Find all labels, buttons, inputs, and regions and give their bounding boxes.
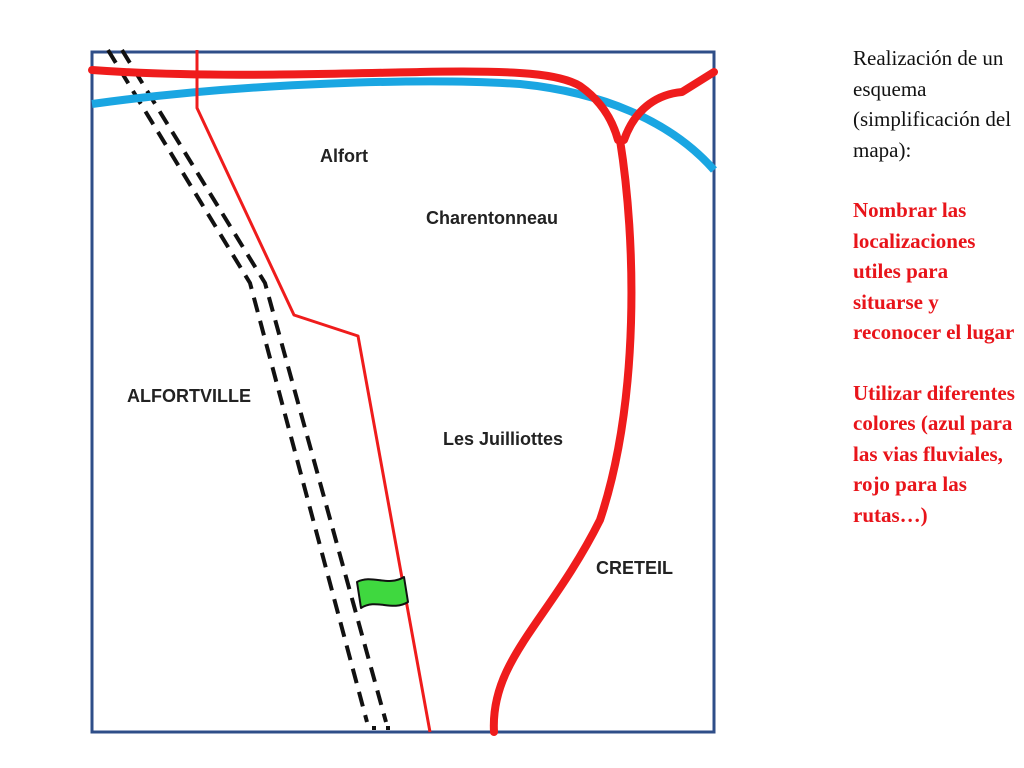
notes-heading: Realización de un esquema (simplificació… [853, 46, 1012, 162]
main-road-horizontal [88, 66, 622, 144]
instructions-panel: Realización de un esquema (simplificació… [853, 43, 1018, 530]
railway-track-right [120, 48, 388, 723]
place-label-creteil: CRETEIL [596, 558, 673, 578]
river [91, 77, 718, 173]
place-label-les-juilliottes: Les Juilliottes [443, 429, 563, 449]
notes-spacer [853, 165, 1018, 195]
map-frame [90, 50, 716, 734]
notes-instruction-colors: Utilizar diferentes colores (azul para l… [853, 380, 1015, 527]
notes-spacer [853, 348, 1018, 378]
main-road-branch [620, 68, 718, 144]
place-label-charentonneau: Charentonneau [426, 208, 558, 228]
place-label-alfortville: ALFORTVILLE [127, 386, 251, 406]
main-road-south [489, 136, 636, 736]
notes-instruction-naming: Nombrar las localizaciones utiles para s… [853, 198, 1015, 344]
railway-track-left [106, 48, 369, 723]
place-label-alfort: Alfort [320, 146, 368, 166]
flag-marker [356, 576, 409, 609]
secondary-road [195, 50, 432, 733]
